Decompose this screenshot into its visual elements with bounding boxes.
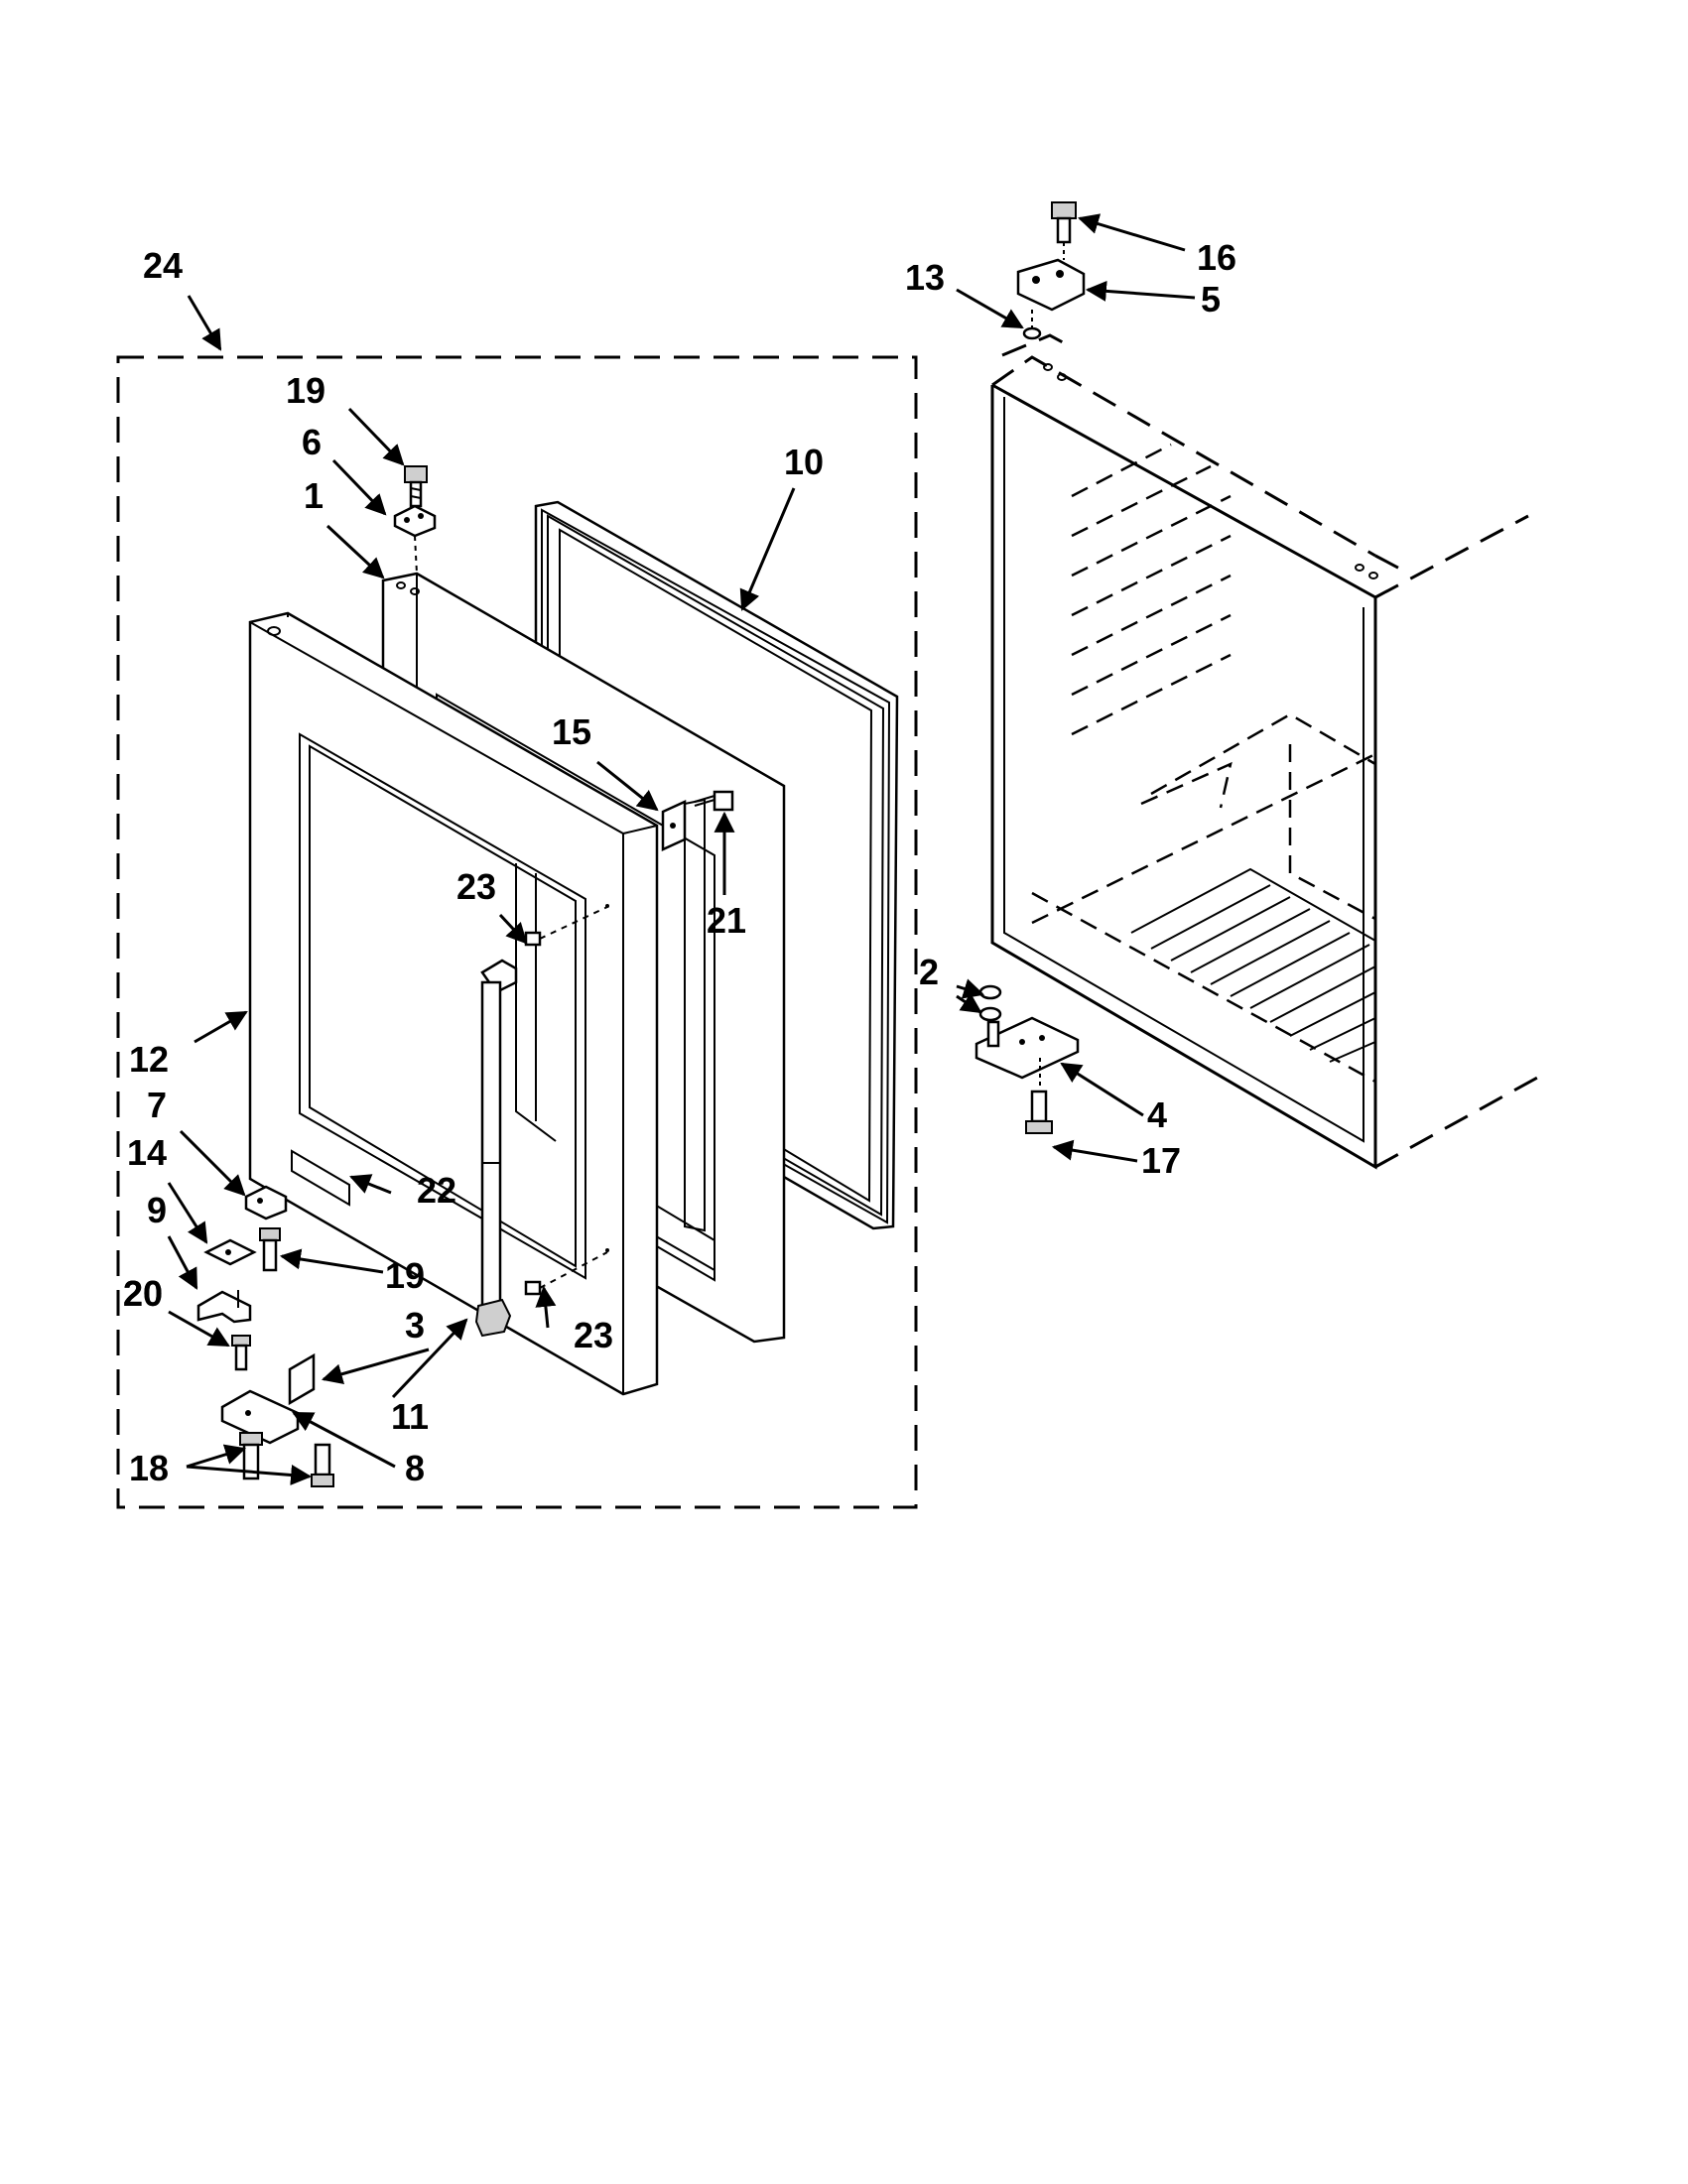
callout-23-bottom: 23 [574,1315,613,1355]
callout-10: 10 [784,442,824,482]
callout-3: 3 [405,1305,425,1346]
hinge-cover-screw [231,1335,251,1371]
callout-19-bottom: 19 [385,1255,425,1296]
callout-14: 14 [127,1132,167,1173]
callout-15: 15 [552,711,591,752]
bottom-hinge-washers [978,984,1002,1022]
callout-20: 20 [123,1273,163,1314]
callout-16: 16 [1197,237,1236,278]
cabinet-top-hinge-screw [1051,201,1077,260]
hinge-cover [196,1290,252,1324]
callout-2: 2 [919,952,939,992]
callout-13: 13 [905,257,945,298]
top-door-hinge [393,504,437,575]
hinge-spacer [288,1352,316,1406]
loose-screw [311,1443,334,1487]
callout-19-top: 19 [286,370,325,411]
leader-lines [167,213,1196,1485]
outer-door-panel [248,611,659,1396]
callout-8: 8 [405,1448,425,1488]
bottom-door-hinge [244,1185,288,1220]
callout-9: 9 [147,1190,167,1230]
bottom-hinge-screw [259,1227,281,1272]
callout-7: 7 [147,1085,167,1125]
callout-24: 24 [143,245,183,286]
callout-1: 1 [304,475,324,516]
door-stop-screw [694,790,734,812]
hinge-washer [1022,326,1042,340]
callout-5: 5 [1201,279,1221,320]
top-hinge-screw [404,465,428,508]
cabinet [974,201,1549,1170]
door-assembly-boundary [116,355,918,1509]
door-assembly [116,355,918,1509]
callout-20-label: 20 [123,1273,163,1314]
cabinet-bottom-hinge [974,1016,1080,1088]
callout-6: 6 [302,422,322,462]
callout-4: 4 [1147,1094,1167,1135]
door-stop [661,800,687,851]
callout-18: 18 [129,1448,169,1488]
callout-21: 21 [707,900,746,941]
door-handle [474,959,518,1338]
callout-23-top: 23 [456,866,496,907]
cabinet-body [990,333,1549,1170]
callout-labels: 24 19 6 1 10 15 21 23 12 7 14 9 20 20 22… [123,237,1236,1488]
callout-22: 22 [417,1170,456,1211]
cabinet-bottom-hinge-screw [1025,1090,1053,1134]
callout-12: 12 [129,1039,169,1080]
callout-17: 17 [1141,1140,1181,1181]
hinge-shim [203,1238,257,1266]
callout-11: 11 [391,1396,429,1437]
cabinet-top-hinge [1016,258,1086,329]
